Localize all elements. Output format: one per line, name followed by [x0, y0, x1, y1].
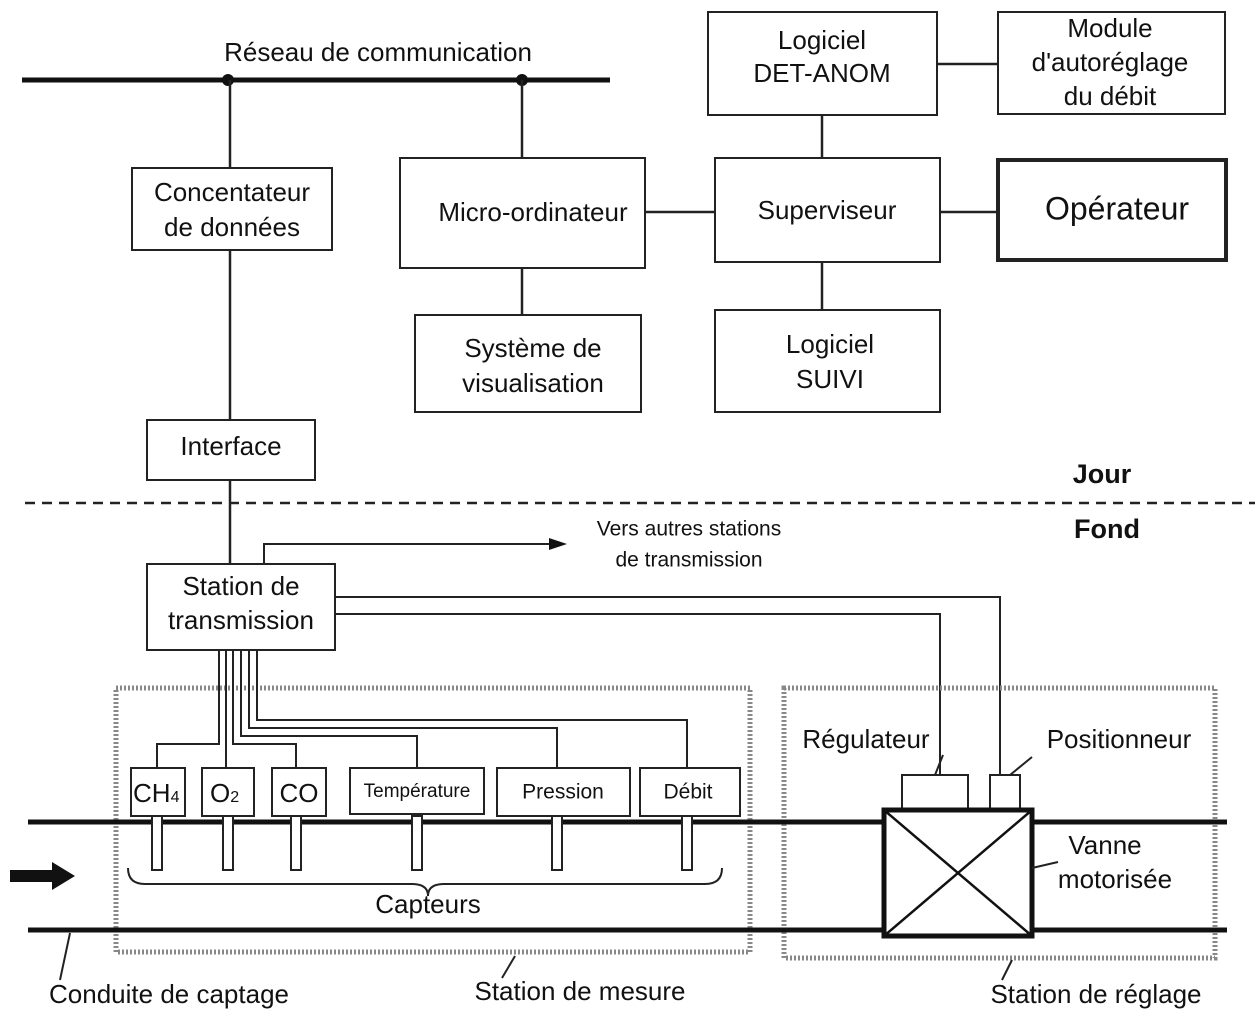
autoreglage-line2: d'autoréglage [1032, 47, 1189, 77]
bus-junction-left [222, 74, 234, 86]
transmission-box: Station de transmission [146, 563, 336, 651]
sensor-o2-sub: 2 [230, 789, 239, 806]
sensor-ch4: CH4 [130, 767, 186, 817]
positionneur-label: Positionneur [1047, 724, 1192, 754]
regulateur-label: Régulateur [802, 724, 930, 754]
concentrateur-line2: de données [164, 212, 300, 242]
superviseur-label: Superviseur [758, 195, 897, 225]
link-other-stations [263, 543, 552, 564]
sensor-temperature-label: Température [364, 781, 471, 802]
regulateur-leader [934, 754, 944, 776]
sensor-debit-label: Débit [663, 781, 712, 804]
link-transmission-regulateur [335, 613, 941, 775]
sensor-ch4-sub: 4 [171, 789, 180, 806]
det-anom-box: Logiciel DET-ANOM [707, 11, 938, 116]
vers-autres-line1: Vers autres stations [597, 518, 781, 541]
conduite-label: Conduite de captage [49, 979, 289, 1009]
positionneur-leader [1009, 756, 1033, 776]
sensor-co: CO [271, 767, 327, 817]
flow-arrow-icon [10, 862, 75, 890]
transmission-line1: Station de [182, 571, 299, 601]
sensor-o2: O2 [201, 767, 255, 817]
micro-ordinateur-box: Micro-ordinateur [399, 157, 646, 269]
sensor-co-label: CO [280, 778, 319, 808]
interface-box: Interface [146, 419, 316, 481]
arrow-other-stations-icon [549, 538, 567, 550]
concentrateur-box: Concentateur de données [131, 167, 333, 251]
vers-autres-line2: de transmission [615, 549, 762, 572]
sensor-pression: Pression [496, 767, 631, 817]
suivi-line1: Logiciel [786, 329, 874, 359]
autoreglage-line3: du débit [1064, 81, 1157, 111]
operateur-box: Opérateur [996, 158, 1228, 262]
concentrateur-line1: Concentateur [154, 177, 310, 207]
regulateur-box [901, 774, 969, 811]
autoreglage-line1: Module [1067, 13, 1152, 43]
sensor-pression-label: Pression [522, 781, 604, 804]
vanne-motorisee-icon [881, 807, 1035, 939]
interface-label: Interface [180, 431, 281, 461]
network-label: Réseau de communication [224, 37, 532, 67]
sensor-o2-label: O [210, 778, 230, 808]
autoreglage-box: Module d'autoréglage du débit [997, 11, 1226, 115]
transmission-line2: transmission [168, 605, 314, 635]
sensor-debit: Débit [639, 767, 741, 817]
visualisation-line2: visualisation [462, 368, 604, 398]
conduite-leader [59, 932, 71, 981]
level-jour: Jour [1073, 459, 1132, 489]
svg-text:CH4: CH4 [133, 778, 180, 808]
suivi-box: Logiciel SUIVI [714, 309, 941, 413]
capteurs-label: Capteurs [375, 889, 481, 919]
micro-label: Micro-ordinateur [438, 197, 628, 227]
sensor-ch4-label: CH [133, 778, 171, 808]
vanne-leader [1031, 861, 1059, 869]
vanne-line2: motorisée [1058, 864, 1172, 894]
svg-text:O2: O2 [210, 778, 239, 808]
suivi-line2: SUIVI [796, 364, 864, 394]
station-reglage-label: Station de réglage [990, 979, 1201, 1009]
det-anom-line2: DET-ANOM [753, 58, 890, 88]
det-anom-line1: Logiciel [778, 25, 866, 55]
vanne-line1: Vanne [1068, 830, 1141, 860]
visualisation-line1: Système de [464, 333, 601, 363]
link-transmission-positionneur [335, 596, 1001, 775]
superviseur-box: Superviseur [714, 157, 941, 263]
operateur-label: Opérateur [1045, 190, 1189, 226]
capteurs-brace [127, 867, 723, 897]
station-reglage-leader [1001, 959, 1013, 981]
positionneur-box [989, 774, 1021, 811]
level-fond: Fond [1074, 514, 1140, 544]
sensor-temperature: Température [349, 767, 485, 815]
sensor-wiring [156, 650, 688, 768]
visualisation-box: Système de visualisation [414, 314, 642, 413]
station-mesure-label: Station de mesure [474, 976, 685, 1006]
station-mesure-leader [501, 955, 516, 979]
